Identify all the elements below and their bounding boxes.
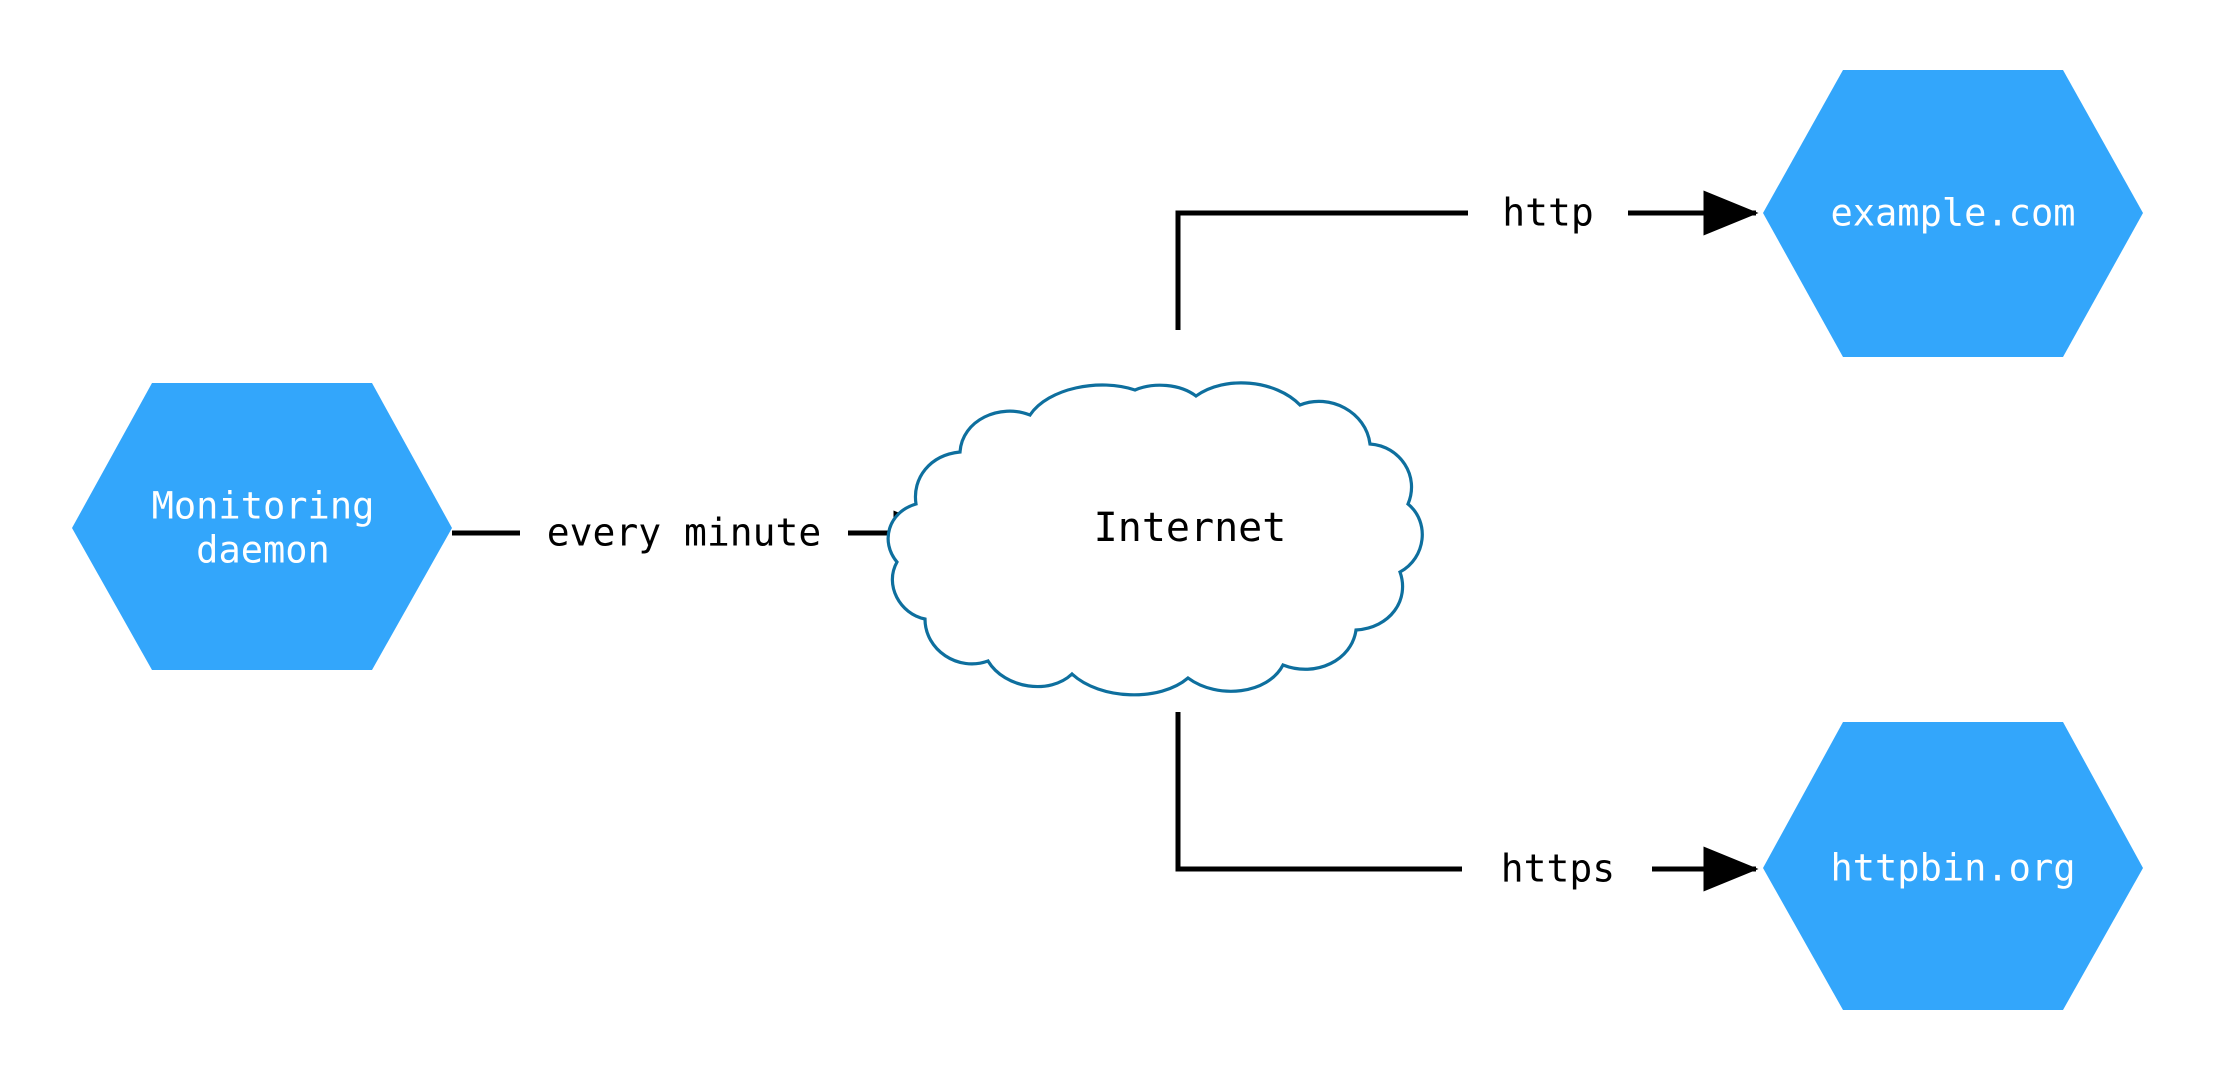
edge-daemon-to-internet[interactable]: every minute bbox=[452, 510, 949, 556]
edge-internet-to-httpbin[interactable]: https bbox=[1175, 712, 1759, 892]
edge-label-every-minute: every minute bbox=[547, 511, 822, 555]
hexagon-shape bbox=[1763, 722, 2143, 1010]
node-example-com[interactable]: example.com bbox=[1763, 70, 2143, 357]
node-label-example-com: example.com bbox=[1830, 192, 2075, 235]
edge-label-http: http bbox=[1502, 191, 1594, 235]
edge-label-https: https bbox=[1501, 847, 1615, 891]
hexagon-shape bbox=[1763, 70, 2143, 357]
edge-line-segment bbox=[1175, 210, 1468, 330]
edge-line-segment bbox=[1175, 712, 1462, 872]
node-internet[interactable]: Internet bbox=[886, 381, 1424, 697]
node-httpbin-org[interactable]: httpbin.org bbox=[1763, 722, 2143, 1010]
node-label-internet: Internet bbox=[1094, 505, 1287, 551]
hexagon-shape bbox=[72, 383, 452, 670]
node-label-monitoring-daemon-line1: Monitoring bbox=[152, 485, 375, 528]
edge-internet-to-example[interactable]: http bbox=[1175, 190, 1759, 331]
cloud-shape bbox=[886, 381, 1424, 697]
node-label-monitoring-daemon-line2: daemon bbox=[196, 529, 330, 572]
node-monitoring-daemon[interactable]: Monitoring daemon bbox=[72, 383, 452, 670]
node-label-httpbin-org: httpbin.org bbox=[1830, 847, 2075, 890]
